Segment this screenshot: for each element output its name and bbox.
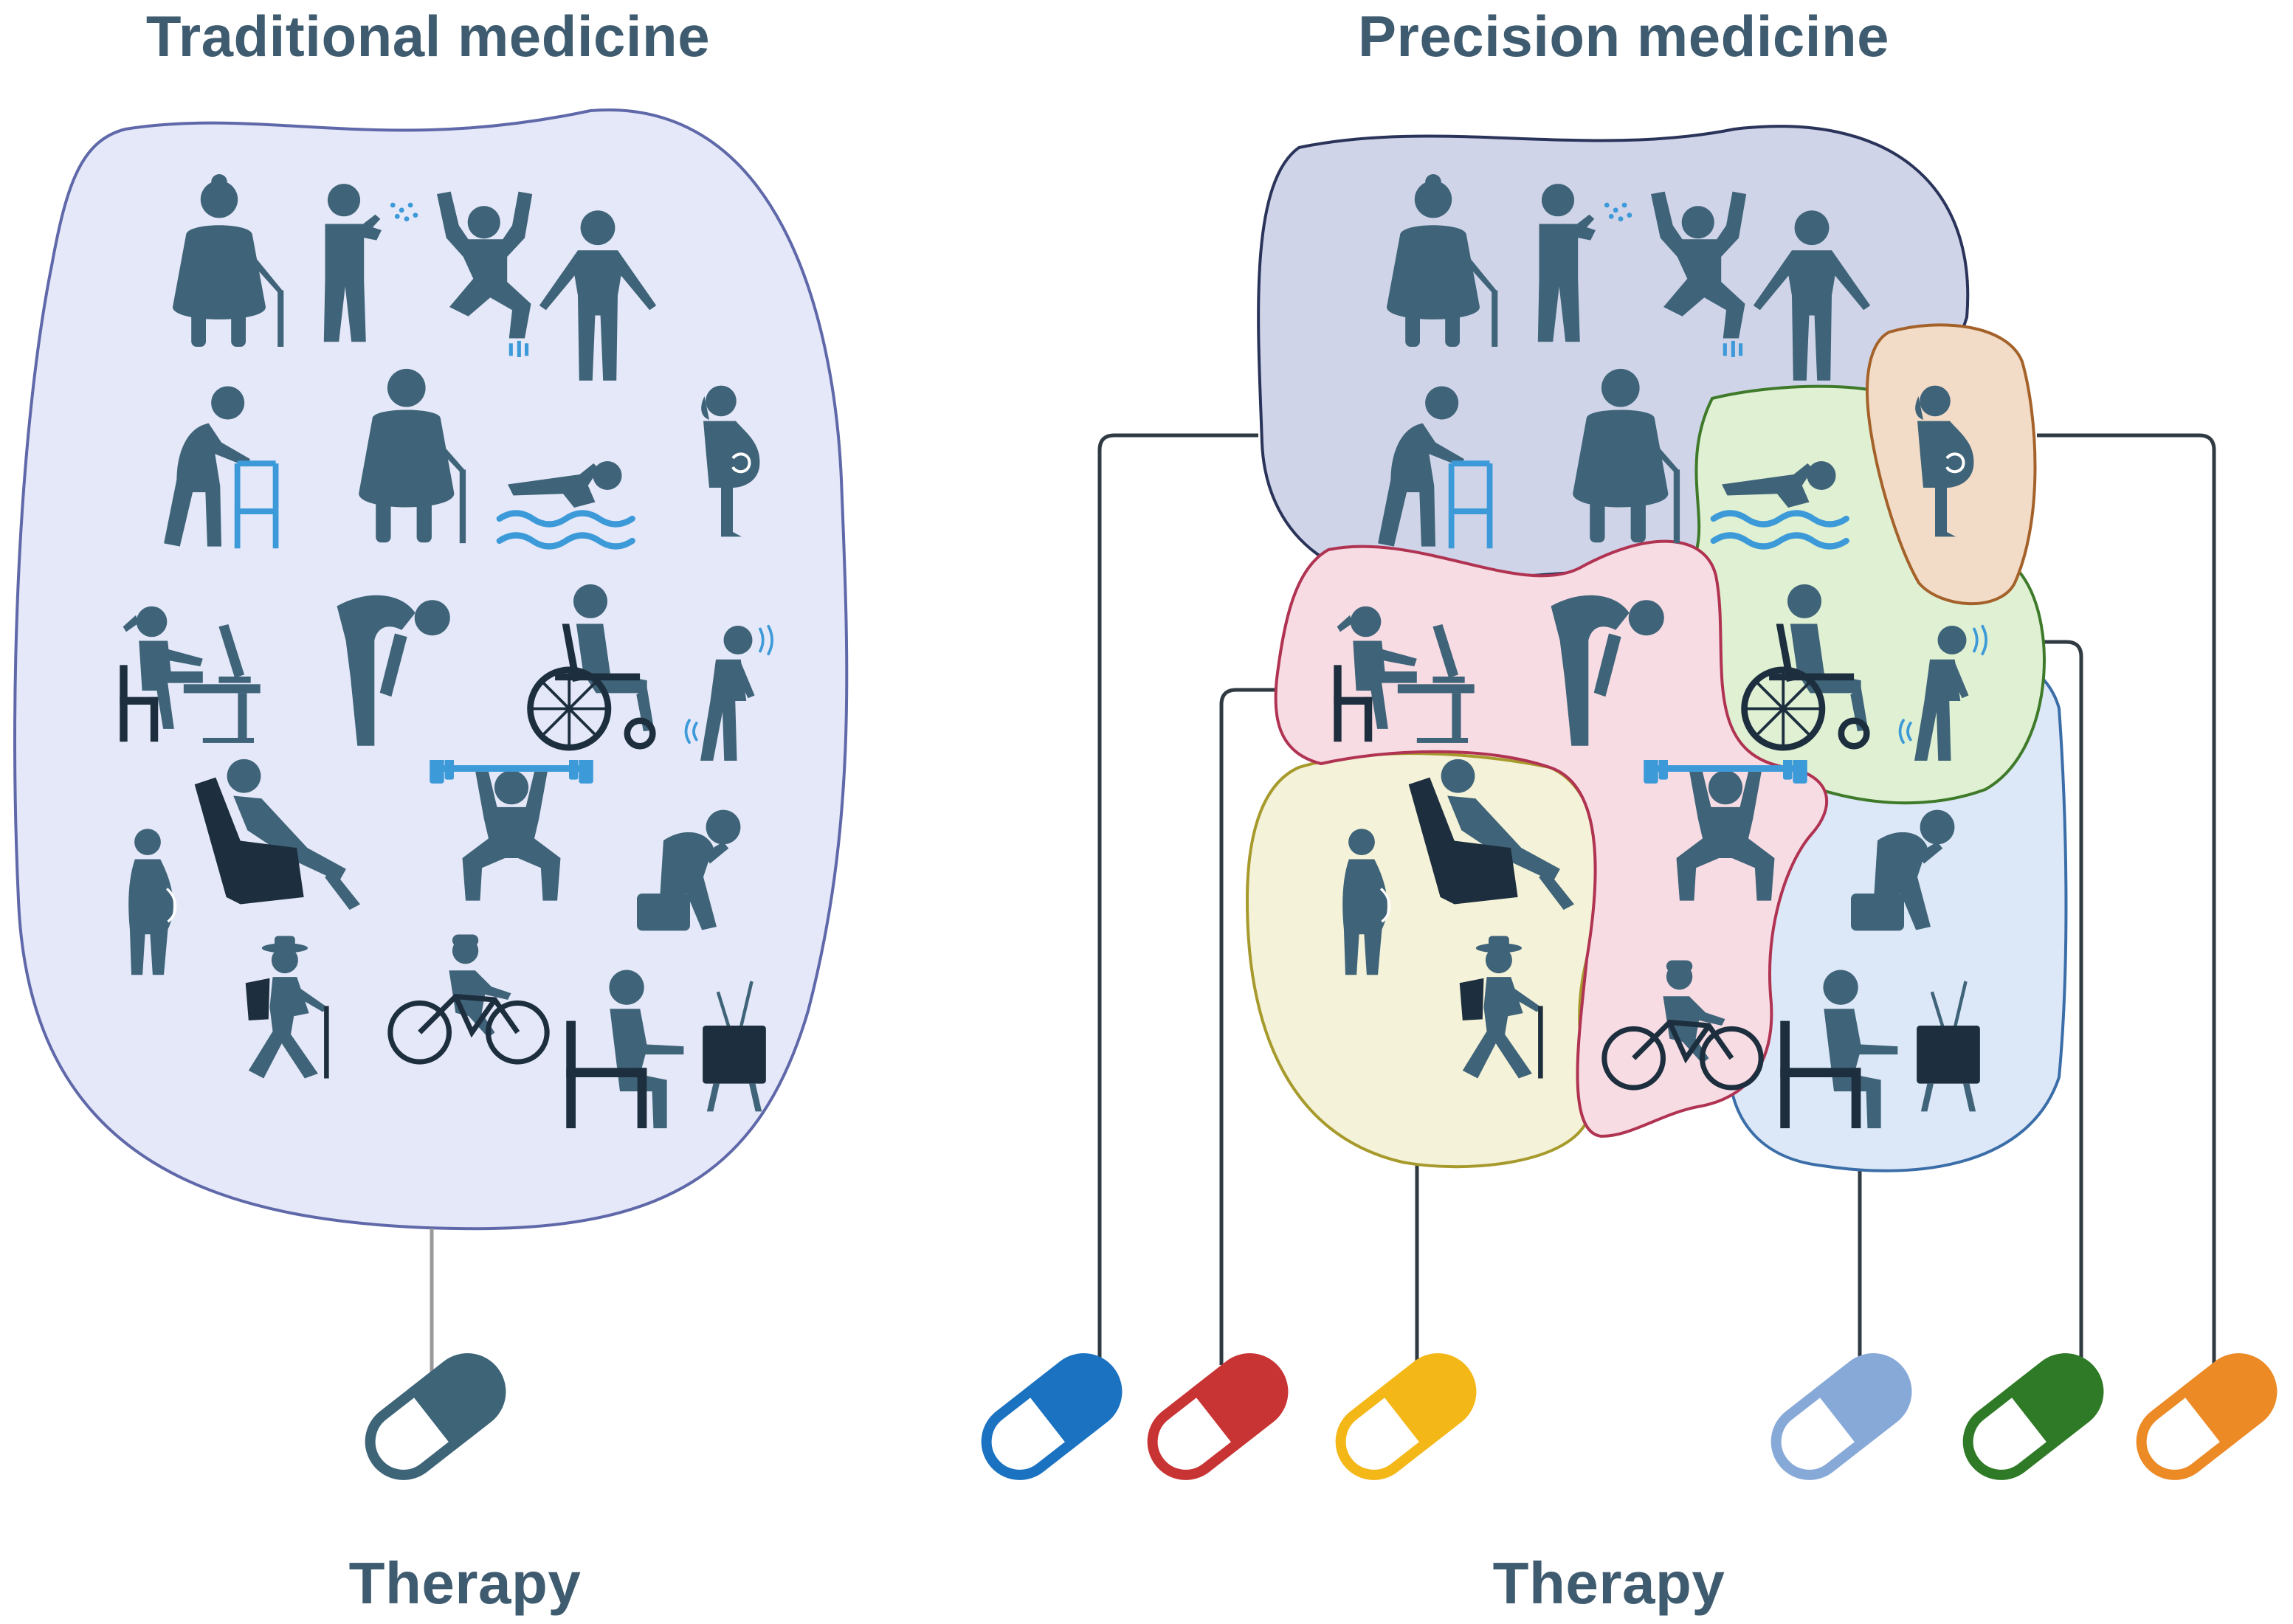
capsule-pill-icon [356,1345,514,1488]
traditional-therapy-label: Therapy [348,1550,582,1616]
red-capsule-pill-icon [1139,1345,1296,1488]
therapy-connectors [1097,433,2216,1365]
precision-medicine-title: Precision medicine [1358,4,1889,69]
traditional-medicine-title: Traditional medicine [145,4,711,69]
precision-therapy-label: Therapy [1492,1550,1725,1616]
traditional-medicine-panel [13,108,849,1488]
light-blue-capsule-pill-icon [1762,1345,1920,1488]
precision-medicine-panel [973,125,2285,1488]
yellow-capsule-pill-icon [1327,1345,1484,1488]
blue-capsule-pill-icon [973,1345,1130,1488]
therapy-pills [973,1345,2285,1488]
orange-capsule-pill-icon [2128,1345,2285,1488]
green-capsule-pill-icon [1954,1345,2111,1488]
